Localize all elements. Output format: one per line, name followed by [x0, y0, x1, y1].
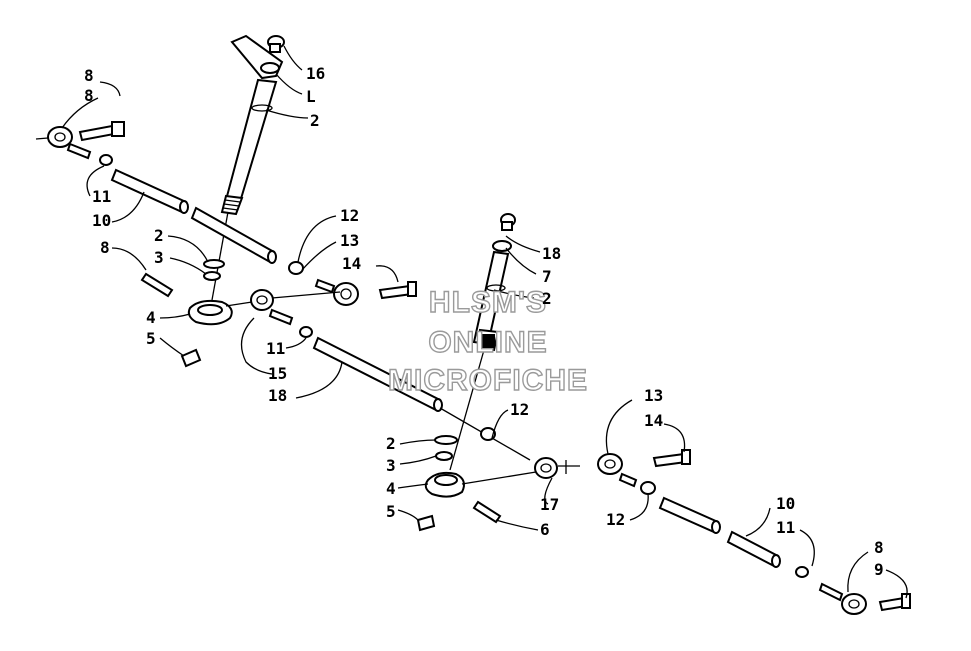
lower-right-tie-rod: [597, 449, 911, 615]
callout-8-left: 8: [100, 238, 110, 257]
callout-8-right: 8: [874, 538, 884, 557]
callout-14-mid: 14: [342, 254, 362, 273]
callout-8-top-b: 8: [84, 86, 94, 105]
callout-15: 15: [268, 364, 288, 383]
callout-2-lower: 2: [386, 434, 396, 453]
callout-12-right: 12: [606, 510, 626, 529]
callout-11-center: 11: [266, 339, 286, 358]
callout-12-center: 12: [510, 400, 530, 419]
callout-16: 16: [306, 64, 326, 83]
callout-10-left: 10: [92, 211, 112, 230]
callout-14-right: 14: [644, 411, 664, 430]
callout-2-left: 2: [154, 226, 164, 245]
callout-5-lower: 5: [386, 502, 396, 521]
upper-left-tie-rod: [35, 121, 417, 306]
callout-7: 7: [542, 267, 552, 286]
callout-9: 9: [874, 560, 884, 579]
callout-17: 17: [540, 495, 560, 514]
callout-5-left: 5: [146, 329, 156, 348]
lower-steering-post: [416, 213, 580, 532]
callout-leader-lines: [61, 45, 908, 599]
callout-13-right: 13: [644, 386, 664, 405]
callout-8-top: 8: [84, 66, 94, 85]
callout-10-right: 10: [776, 494, 796, 513]
callout-11-right: 11: [776, 518, 796, 537]
watermark-line-2: ONLINE: [428, 326, 548, 359]
callout-11-left: 11: [92, 187, 112, 206]
callout-18-right: 18: [542, 244, 562, 263]
callout-3-left: 3: [154, 248, 164, 267]
callout-1: L: [306, 87, 316, 106]
callout-3-lower: 3: [386, 456, 396, 475]
watermark-line-3: MICROFICHE: [387, 364, 588, 397]
callout-2-upper: 2: [310, 111, 320, 130]
callout-4-lower: 4: [386, 479, 396, 498]
callout-18-left: 18: [268, 386, 288, 405]
callout-12-mid: 12: [340, 206, 360, 225]
callout-4-left: 4: [146, 308, 156, 327]
callout-6-lower: 6: [540, 520, 550, 539]
upper-steering-post: [180, 34, 285, 368]
watermark-line-1: HLSM'S: [428, 286, 548, 319]
center-drag-link: [140, 272, 531, 461]
callout-2-right: 2: [542, 289, 552, 308]
callout-13-mid: 13: [340, 231, 360, 250]
